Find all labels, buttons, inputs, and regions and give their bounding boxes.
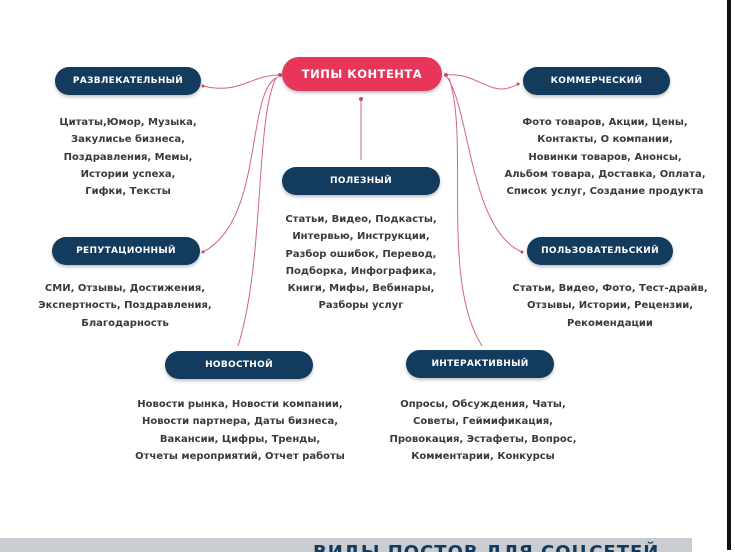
root-node: ТИПЫ КОНТЕНТА	[282, 57, 442, 91]
category-label: ПОЛЬЗОВАТЕЛЬСКИЙ	[541, 246, 659, 256]
item-line: Новинки товаров, Анонсы,	[528, 151, 682, 163]
footer-banner: ВИДЫ ПОСТОВ ДЛЯ СОЦСЕТЕЙ	[0, 538, 692, 552]
frame-border	[727, 0, 731, 550]
category-items-interactive: Опросы, Обсуждения, Чаты, Советы, Геймиф…	[389, 396, 576, 465]
item-line: Цитаты,Юмор, Музыка,	[59, 117, 197, 128]
category-label: ПОЛЕЗНЫЙ	[330, 176, 392, 186]
category-items-useful: Статьи, Видео, Подкасты, Интервью, Инстр…	[285, 211, 436, 315]
category-items-user: Статьи, Видео, Фото, Тест-драйв, Отзывы,…	[512, 280, 707, 332]
item-line: Советы, Геймификация,	[413, 416, 553, 428]
item-line: Комментарии, Конкурсы	[411, 450, 555, 462]
connector-commercial	[445, 74, 519, 90]
category-label: НОВОСТНОЙ	[205, 360, 273, 370]
connector-user	[446, 76, 523, 253]
item-line: Экспертность, Поздравления,	[38, 300, 212, 312]
item-line: Отзывы, Истории, Рецензии,	[526, 300, 694, 312]
category-items-reputation: СМИ, Отзывы, Достижения, Экспертность, П…	[38, 280, 211, 332]
item-line: Поздравления, Мемы,	[63, 151, 193, 163]
item-line: СМИ, Отзывы, Достижения,	[44, 283, 206, 294]
item-line: Контакты, О компании,	[537, 134, 673, 146]
category-items-commercial: Фото товаров, Акции, Цены, Контакты, О к…	[504, 114, 705, 200]
item-line: Подборка, Инфографика,	[285, 265, 437, 277]
item-line: Фото товаров, Акции, Цены,	[522, 117, 688, 128]
category-label: РЕПУТАЦИОННЫЙ	[76, 246, 176, 256]
connector-entertainment	[202, 74, 281, 89]
item-line: Опросы, Обсуждения, Чаты,	[400, 399, 566, 410]
category-entertainment: РАЗВЛЕКАТЕЛЬНЫЙ	[55, 67, 201, 95]
item-line: Новости партнера, Даты бизнеса,	[141, 416, 339, 428]
category-useful: ПОЛЕЗНЫЙ	[282, 167, 440, 195]
category-news: НОВОСТНОЙ	[165, 351, 313, 379]
item-line: Отчеты мероприятий, Отчет работы	[135, 450, 345, 462]
item-line: Интервью, Инструкции,	[292, 231, 430, 243]
item-line: Статьи, Видео, Подкасты,	[285, 214, 437, 225]
item-line: Книги, Мифы, Вебинары,	[287, 283, 435, 295]
item-line: Провокация, Эстафеты, Вопрос,	[389, 433, 577, 445]
category-commercial: КОММЕРЧЕСКИЙ	[523, 67, 670, 95]
category-reputation: РЕПУТАЦИОННЫЙ	[52, 237, 200, 265]
category-items-entertainment: Цитаты,Юмор, Музыка, Закулисье бизнеса, …	[59, 114, 196, 200]
category-items-news: Новости рынка, Новости компании, Новости…	[135, 396, 345, 465]
item-line: Альбом товара, Доставка, Оплата,	[504, 168, 706, 180]
item-line: Новости рынка, Новости компании,	[137, 399, 343, 410]
category-interactive: ИНТЕРАКТИВНЫЙ	[406, 350, 554, 378]
item-line: Разбор ошибок, Перевод,	[285, 248, 437, 260]
connector-reputation	[202, 76, 279, 253]
item-line: Рекомендации	[567, 317, 653, 329]
item-line: Разборы услуг	[318, 300, 404, 312]
connector-news	[237, 77, 277, 347]
item-line: Статьи, Видео, Фото, Тест-драйв,	[512, 283, 708, 294]
category-user: ПОЛЬЗОВАТЕЛЬСКИЙ	[527, 237, 673, 265]
item-line: Благодарность	[81, 317, 169, 329]
item-line: Истории успеха,	[80, 168, 176, 180]
category-label: КОММЕРЧЕСКИЙ	[550, 76, 643, 86]
item-line: Вакансии, Цифры, Тренды,	[159, 433, 321, 445]
item-line: Гифки, Тексты	[85, 186, 171, 198]
item-line: Список услуг, Создание продукта	[506, 186, 704, 198]
root-label: ТИПЫ КОНТЕНТА	[301, 67, 423, 81]
item-line: Закулисье бизнеса,	[71, 134, 185, 146]
category-label: РАЗВЛЕКАТЕЛЬНЫЙ	[72, 76, 184, 86]
category-label: ИНТЕРАКТИВНЫЙ	[431, 359, 529, 369]
footer-title: ВИДЫ ПОСТОВ ДЛЯ СОЦСЕТЕЙ	[313, 542, 659, 552]
connector-interactive	[448, 77, 483, 347]
